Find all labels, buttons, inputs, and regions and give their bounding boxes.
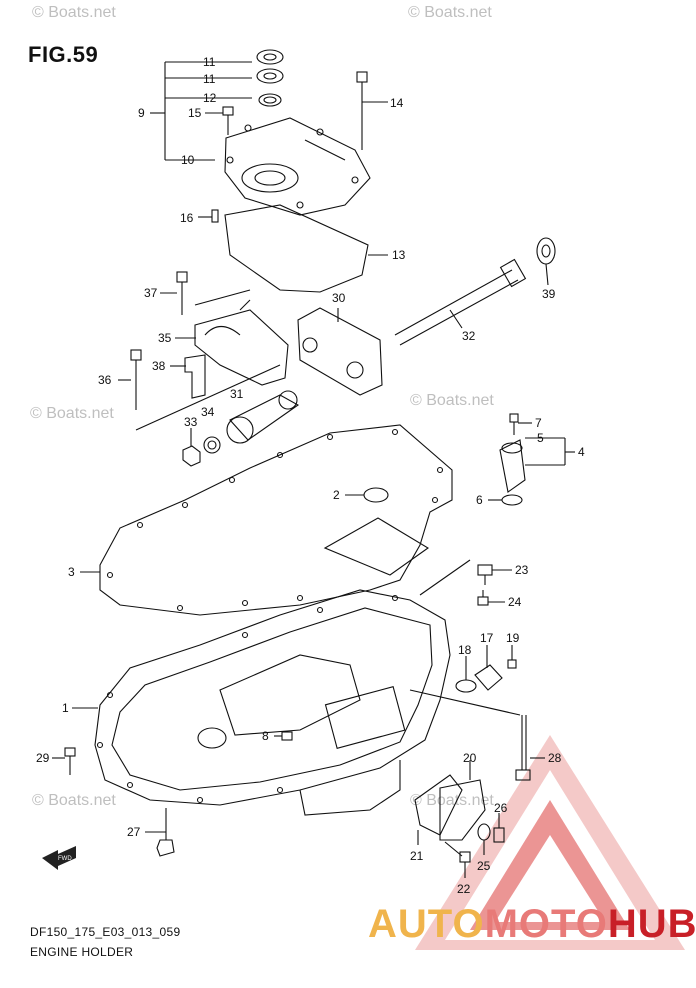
o-ring-6: [488, 494, 523, 506]
callout-35: 35: [158, 331, 172, 345]
oil-pan-1: [72, 589, 451, 816]
callout-13: 13: [392, 248, 406, 262]
nut-33: [182, 428, 201, 467]
gasket-13: [224, 204, 388, 293]
washer-34: [203, 436, 221, 454]
plug-26: [493, 813, 505, 843]
callout-11b: 11: [203, 72, 216, 86]
callout-28: 28: [548, 751, 562, 765]
bolt-28: [515, 715, 545, 781]
callout-21: 21: [410, 849, 424, 863]
cover-20: [414, 760, 486, 845]
pin-8: [274, 731, 293, 741]
callout-34: 34: [201, 405, 215, 419]
callout-2: 2: [333, 488, 340, 502]
callout-29: 29: [36, 751, 50, 765]
callout-25: 25: [477, 859, 491, 873]
washer-25: [477, 823, 491, 855]
bolt-32: [394, 258, 527, 346]
callout-24: 24: [508, 595, 522, 609]
callout-38: 38: [152, 359, 166, 373]
watermark: © Boats.net: [32, 4, 116, 21]
bolt-19: [507, 645, 517, 669]
callout-39: 39: [542, 287, 556, 301]
screw-7: [509, 413, 532, 435]
bolt-15: [205, 106, 234, 135]
callout-31: 31: [230, 387, 244, 401]
brand-part-auto: AUTO: [368, 902, 485, 946]
fitting-4: [499, 437, 575, 493]
callout-6: 6: [476, 493, 483, 507]
callout-32: 32: [462, 329, 476, 343]
bolt-29: [52, 747, 76, 775]
callout-16: 16: [180, 211, 194, 225]
holder-35: [175, 289, 289, 386]
callout-12: 12: [203, 91, 217, 105]
callout-37: 37: [144, 286, 158, 300]
brand-part-hub: HUB: [607, 902, 696, 946]
callout-17: 17: [480, 631, 494, 645]
gasket-3: [80, 424, 453, 616]
callout-1: 1: [62, 701, 69, 715]
callout-19: 19: [506, 631, 520, 645]
pin-16: [198, 209, 219, 223]
callout-5: 5: [537, 431, 544, 445]
bolt-22: [444, 841, 471, 878]
cover-10: [224, 117, 371, 216]
watermark: © Boats.net: [32, 792, 116, 809]
callout-15: 15: [188, 106, 202, 120]
watermark: © Boats.net: [410, 392, 494, 409]
callout-14: 14: [390, 96, 404, 110]
plug-2: [345, 487, 389, 503]
callout-26: 26: [494, 801, 508, 815]
callout-9: 9: [138, 106, 145, 120]
callout-3: 3: [68, 565, 75, 579]
callout-4: 4: [578, 445, 585, 459]
callout-11a: 11: [203, 55, 216, 69]
callout-23: 23: [515, 563, 529, 577]
callout-36: 36: [98, 373, 112, 387]
bolt-14: [356, 71, 388, 150]
callout-30: 30: [332, 291, 346, 305]
watermark: © Boats.net: [30, 405, 114, 422]
bolt-37: [160, 271, 188, 315]
brand-logo-text: AUTOMOTOHUB: [368, 902, 696, 947]
mount-31: [226, 390, 300, 444]
brand-part-moto: MOTO: [484, 902, 608, 946]
fwd-arrow-icon: FWD: [42, 846, 76, 870]
fitting-23: [477, 564, 512, 585]
plate-17: [474, 645, 503, 691]
seal-bracket-9: [150, 61, 252, 161]
callout-22: 22: [457, 882, 471, 896]
washer-39: [536, 237, 556, 286]
o-ring-12: [258, 93, 282, 107]
bolt-36: [118, 349, 281, 431]
watermark: © Boats.net: [408, 4, 492, 21]
callout-27: 27: [127, 825, 141, 839]
figure-label: FIG.59: [28, 42, 99, 67]
callout-33: 33: [184, 415, 198, 429]
callout-20: 20: [463, 751, 477, 765]
logo-triangle: [415, 735, 685, 950]
holder-30: [297, 307, 383, 396]
watermark: © Boats.net: [410, 792, 494, 809]
callout-8: 8: [262, 729, 269, 743]
callout-18: 18: [458, 643, 472, 657]
callout-10: 10: [181, 153, 195, 167]
gasket-18: [455, 656, 477, 693]
diagram-code: DF150_175_E03_013_059: [30, 925, 181, 939]
bracket-38: [170, 354, 206, 399]
bolt-24: [477, 590, 505, 606]
fwd-label: FWD: [58, 856, 72, 862]
callout-7: 7: [535, 416, 542, 430]
oil-seal-11: [256, 49, 284, 84]
diagram-title: ENGINE HOLDER: [30, 945, 134, 959]
bolt-27: [145, 808, 175, 857]
